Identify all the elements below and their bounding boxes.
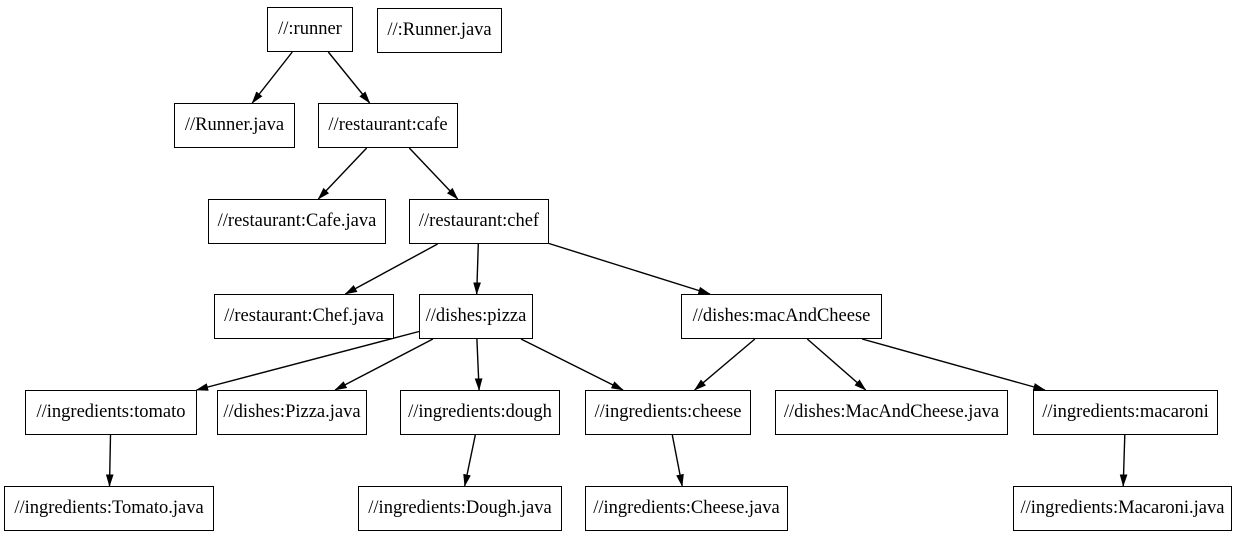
graph-node-mac-and-cheese-java: //dishes:MacAndCheese.java [775, 390, 1008, 435]
edge-runner-to-runner-java [251, 51, 293, 104]
node-label: //restaurant:Chef.java [224, 306, 384, 327]
graph-node-macaroni-java: //ingredients:Macaroni.java [1013, 486, 1232, 531]
node-label: //ingredients:Dough.java [368, 498, 552, 519]
node-label: //ingredients:cheese [594, 402, 742, 423]
graph-node-dough-java: //ingredients:Dough.java [358, 486, 562, 531]
graph-node-chef: //restaurant:chef [409, 199, 549, 244]
graph-node-tomato-java: //ingredients:Tomato.java [4, 486, 214, 531]
graph-node-cheese-java: //ingredients:Cheese.java [585, 486, 788, 531]
graph-node-macaroni: //ingredients:macaroni [1033, 390, 1218, 435]
edge-tomato-to-tomato-java [105, 434, 114, 487]
node-label: //restaurant:Cafe.java [217, 211, 377, 232]
graph-node-root-runner-java: //:Runner.java [377, 8, 502, 53]
node-label: //dishes:Pizza.java [223, 402, 361, 423]
graph-node-cafe: //restaurant:cafe [318, 103, 458, 148]
graph-node-dough: //ingredients:dough [400, 390, 560, 435]
edge-pizza-to-pizza-java [334, 338, 434, 391]
node-label: //ingredients:Macaroni.java [1020, 498, 1225, 519]
node-label: //ingredients:tomato [36, 402, 186, 423]
graph-node-runner: //:runner [267, 7, 353, 52]
edge-chef-to-pizza [473, 243, 481, 295]
edge-pizza-to-cheese [520, 338, 624, 391]
edge-pizza-to-dough [474, 338, 483, 391]
edge-chef-to-mac-and-cheese [548, 242, 711, 295]
node-label: //:runner [278, 19, 342, 40]
edge-mac-and-cheese-to-cheese [693, 338, 756, 391]
edge-cafe-to-cafe-java [317, 147, 368, 200]
node-label: //ingredients:Tomato.java [14, 498, 204, 519]
edge-chef-to-chef-java [344, 243, 438, 295]
edge-macaroni-to-macaroni-java [1119, 434, 1128, 487]
node-label: //restaurant:cafe [328, 115, 448, 136]
node-label: //ingredients:Cheese.java [593, 498, 780, 519]
edge-runner-to-cafe [327, 51, 371, 104]
edge-dough-to-dough-java [463, 434, 476, 487]
node-label: //dishes:MacAndCheese.java [783, 402, 1000, 423]
node-label: //dishes:pizza [425, 306, 527, 327]
graph-node-cafe-java: //restaurant:Cafe.java [208, 199, 386, 244]
graph-node-tomato: //ingredients:tomato [25, 390, 197, 435]
edge-cafe-to-chef [408, 147, 459, 200]
node-label: //ingredients:macaroni [1042, 402, 1209, 423]
edge-cheese-to-cheese-java [671, 434, 684, 487]
graph-node-runner-java: //Runner.java [174, 103, 295, 148]
node-label: //ingredients:dough [408, 402, 552, 423]
edge-pizza-to-tomato [195, 330, 420, 391]
graph-node-cheese: //ingredients:cheese [585, 390, 751, 435]
graph-node-pizza: //dishes:pizza [419, 294, 533, 339]
node-label: //Runner.java [184, 115, 285, 136]
graph-node-mac-and-cheese: //dishes:macAndCheese [681, 294, 882, 339]
graph-node-chef-java: //restaurant:Chef.java [214, 294, 394, 339]
edge-mac-and-cheese-to-macaroni [861, 338, 1046, 391]
edge-mac-and-cheese-to-mac-and-cheese-java [806, 338, 867, 391]
graph-node-pizza-java: //dishes:Pizza.java [217, 390, 367, 435]
node-label: //dishes:macAndCheese [692, 306, 871, 327]
node-label: //:Runner.java [387, 20, 492, 41]
node-label: //restaurant:chef [418, 211, 540, 232]
